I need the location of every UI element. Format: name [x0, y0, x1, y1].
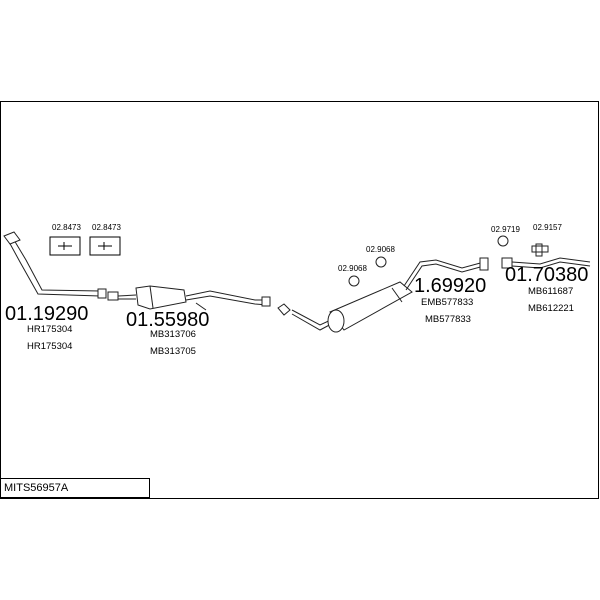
rubber-mount-1-drawing	[348, 275, 360, 287]
hanger-ring-drawing	[497, 235, 509, 247]
front-muffler-drawing	[107, 285, 271, 311]
oem-ref-front-muffler-1: MB313706	[150, 329, 196, 340]
accessory-number-hanger-bracket: 02.9157	[533, 223, 562, 232]
oem-ref-front-pipe-1: HR175304	[27, 324, 73, 335]
hanger-bracket-drawing	[531, 245, 549, 253]
accessory-number-hanger-ring: 02.9719	[491, 225, 520, 234]
oem-ref-front-pipe-2: HR175304	[27, 341, 73, 352]
part-number-tail-pipe: 01.70380	[505, 264, 589, 286]
part-number-front-muffler: 01.55980	[126, 309, 210, 331]
oem-ref-tail-pipe-2: MB612221	[528, 303, 574, 314]
oem-ref-tail-pipe-1: MB611687	[528, 286, 574, 297]
tail-pipe-drawing	[501, 243, 591, 269]
part-number-rear-silencer: 1.69920	[414, 275, 487, 297]
front-pipe-drawing	[3, 231, 107, 299]
part-number-front-pipe: 01.19290	[5, 303, 89, 325]
accessory-number-mount-1: 02.9068	[338, 264, 367, 273]
oem-ref-front-muffler-2: MB313705	[150, 346, 196, 357]
diagram-title: MITS56957A	[0, 478, 150, 498]
rear-silencer-drawing	[291, 257, 489, 333]
accessory-number-gasket-1: 02.8473	[52, 223, 81, 232]
diagram-frame	[0, 101, 599, 499]
accessory-number-mount-2: 02.9068	[366, 245, 395, 254]
accessory-number-gasket-2: 02.8473	[92, 223, 121, 232]
oem-ref-rear-silencer-2: MB577833	[425, 314, 471, 325]
oem-ref-rear-silencer-1: EMB577833	[421, 297, 474, 308]
rubber-mount-2-drawing	[375, 256, 387, 268]
clamp-drawing	[277, 303, 291, 316]
